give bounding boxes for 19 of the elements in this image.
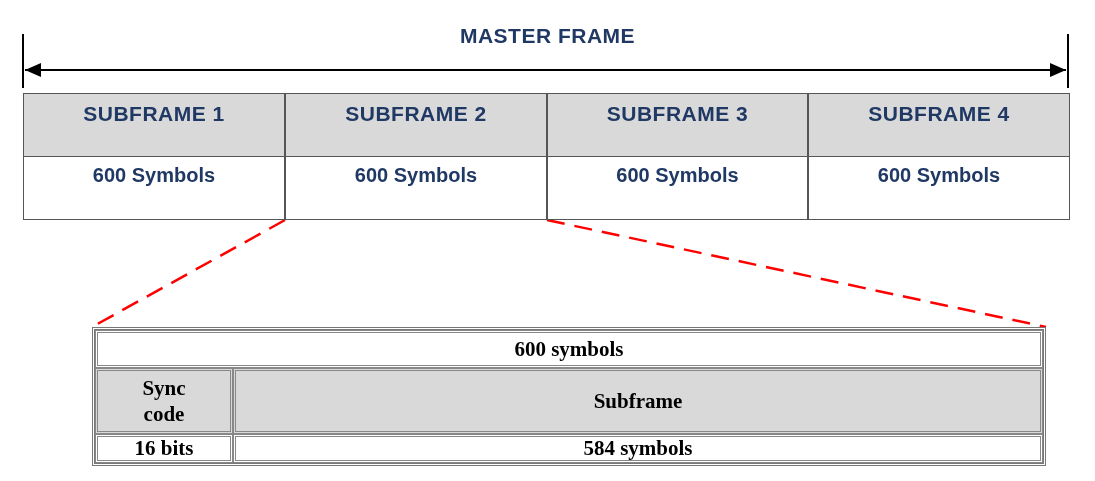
table-cell: Sync code	[95, 368, 233, 434]
subframe-heading: SUBFRAME 1	[83, 102, 225, 126]
subframe-column	[808, 93, 1070, 220]
table-cell: 584 symbols	[233, 434, 1043, 463]
subframe-column	[285, 93, 547, 220]
table-cell: Subframe	[233, 368, 1043, 434]
symbol-count: 600 Symbols	[877, 164, 1001, 187]
table-cell: 16 bits	[95, 434, 233, 463]
symbol-count: 600 Symbols	[616, 164, 739, 187]
subframe-heading: SUBFRAME 3	[606, 102, 749, 126]
symbol-count: 600 Symbols	[92, 164, 216, 187]
symbol-count: 600 Symbols	[354, 164, 478, 187]
subframe-column	[23, 93, 285, 220]
subframe-column	[547, 93, 808, 220]
frame-structure-table	[92, 327, 1046, 466]
title: MASTER FRAME	[459, 24, 636, 47]
subframe-heading: SUBFRAME 4	[868, 102, 1010, 126]
subframe-heading: SUBFRAME 2	[345, 102, 487, 126]
zoom-line	[546, 218, 1047, 329]
